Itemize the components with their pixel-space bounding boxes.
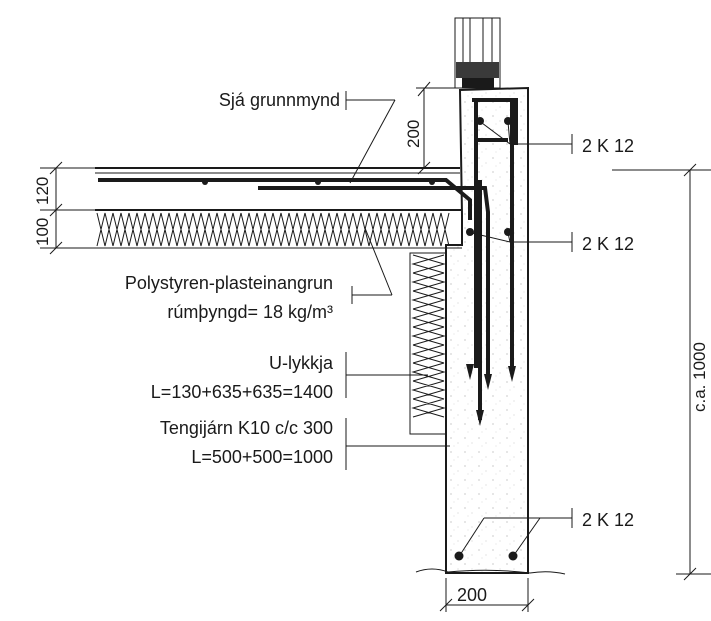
- window-frame: [454, 17, 501, 89]
- rebar-middle-label: 2 K 12: [582, 234, 634, 254]
- slab-thickness-dimension: 120: [33, 177, 52, 205]
- u-loop-label-line2: L=130+635+635=1400: [151, 382, 333, 402]
- wall-height-dimension: c.a. 1000: [690, 342, 709, 412]
- u-loop-label-line1: U-lykkja: [269, 353, 334, 373]
- wall-width-dimension: 200: [457, 585, 487, 605]
- rebar-top-label: 2 K 12: [582, 136, 634, 156]
- tie-bars-label-line2: L=500+500=1000: [191, 447, 333, 467]
- insulation-label-line1: Polystyren-plasteinangrun: [125, 273, 333, 293]
- tie-bars-label-line1: Tengijárn K10 c/c 300: [160, 418, 333, 438]
- see-plan-label: Sjá grunnmynd: [219, 90, 340, 110]
- insulation-thickness-dimension: 100: [33, 218, 52, 246]
- rebar-bottom-label: 2 K 12: [582, 510, 634, 530]
- horizontal-insulation: [95, 212, 462, 249]
- wall-top-dimension: 200: [404, 120, 423, 148]
- dimension-lines: [40, 81, 711, 612]
- leader-lines: [345, 91, 573, 556]
- concrete-wall: [415, 86, 566, 575]
- insulation-label-line2: rúmþyngd= 18 kg/m³: [167, 302, 333, 322]
- vertical-insulation: [409, 252, 447, 435]
- floor-slab: [95, 167, 462, 211]
- u-loop-rebar: [98, 98, 518, 561]
